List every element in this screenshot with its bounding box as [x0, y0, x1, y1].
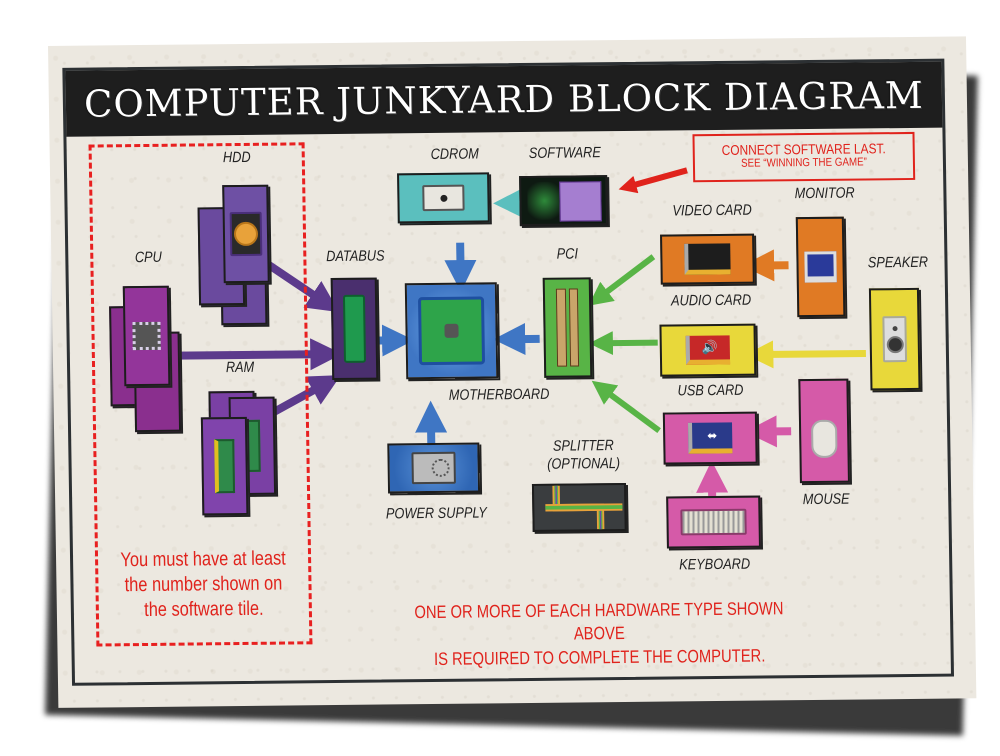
cpu-tile[interactable] [122, 285, 171, 387]
hdd-tile[interactable] [222, 184, 270, 284]
software-requirements-panel [559, 181, 602, 222]
cd-drive-icon [422, 184, 465, 212]
splitter-label-line2: (OPTIONAL) [547, 455, 621, 473]
databus-label: DATABUS [326, 247, 385, 266]
audio-card-icon: 🔊 [685, 335, 731, 365]
databus-board-icon [342, 294, 367, 363]
keyboard-icon [680, 508, 747, 536]
splitter-label-line1: SPLITTER [552, 437, 614, 455]
software-note-line1: CONNECT SOFTWARE LAST. [721, 140, 886, 158]
mouse-tile[interactable] [798, 378, 850, 484]
mouse-label: MOUSE [802, 490, 850, 509]
mouse-icon [810, 419, 838, 459]
software-tile[interactable] [519, 175, 608, 227]
cpu-label: CPU [134, 248, 162, 267]
arrow-speaker-to-audio [745, 340, 866, 369]
page-title: COMPUTER JUNKYARD BLOCK DIAGRAM [83, 73, 925, 126]
pci-label: PCI [556, 245, 579, 263]
audio-card-label: AUDIO CARD [670, 291, 752, 310]
ram-stick-icon [214, 439, 236, 494]
video-card-label: VIDEO CARD [672, 201, 752, 220]
arrow-cdrom-to-motherboard [444, 242, 477, 293]
min-count-note: You must have at least the number shown … [116, 546, 291, 623]
arrow-audio-to-pci [588, 331, 658, 356]
power-supply-icon [411, 451, 456, 485]
min-count-line3: the software tile. [143, 597, 264, 622]
power-supply-tile[interactable] [387, 442, 481, 494]
video-card-icon [684, 243, 731, 275]
usb-card-icon: ⬌ [687, 422, 733, 454]
cdrom-label: CDROM [430, 145, 479, 163]
cpu-chip-icon [132, 321, 161, 351]
ram-tile[interactable] [200, 416, 249, 516]
pci-tile[interactable] [542, 277, 593, 378]
databus-tile[interactable] [330, 277, 379, 381]
usb-card-label: USB CARD [677, 381, 744, 400]
card-border: COMPUTER JUNKYARD BLOCK DIAGRAM [62, 58, 955, 686]
audio-card-tile[interactable]: 🔊 [659, 323, 757, 377]
speaker-label: SPEAKER [867, 253, 929, 272]
speaker-tile[interactable] [868, 287, 921, 391]
usb-card-tile[interactable]: ⬌ [662, 411, 758, 465]
power-supply-label: POWER SUPPLY [385, 504, 487, 523]
required-line2: IS REQUIRED TO COMPLETE THE COMPUTER. [433, 645, 766, 669]
splitter-tile[interactable] [531, 482, 627, 532]
monitor-label: MONITOR [794, 184, 855, 203]
required-line1: ONE OR MORE OF EACH HARDWARE TYPE SHOWN … [414, 598, 784, 644]
software-note-line2: SEE “WINNING THE GAME” [740, 156, 867, 170]
ram-label: RAM [225, 358, 255, 377]
arrow-usb-to-pci [591, 380, 661, 434]
title-banner: COMPUTER JUNKYARD BLOCK DIAGRAM [65, 61, 943, 137]
software-note-box: CONNECT SOFTWARE LAST. SEE “WINNING THE … [692, 131, 916, 183]
arrow-video-to-pci [588, 254, 656, 306]
hdd-label: HDD [222, 148, 251, 167]
keyboard-tile[interactable] [666, 495, 761, 549]
speaker-icon [882, 316, 908, 363]
keyboard-label: KEYBOARD [679, 555, 751, 574]
video-card-tile[interactable] [660, 233, 755, 285]
software-label: SOFTWARE [528, 144, 601, 162]
motherboard-icon [417, 296, 486, 366]
diagram-stage: HDD CPU RAM [66, 128, 951, 683]
min-count-line1: You must have at least [120, 547, 286, 572]
motherboard-tile[interactable] [404, 282, 499, 380]
software-card-icon [527, 181, 562, 220]
splitter-pipe-icon [545, 485, 623, 530]
motherboard-label: MOTHERBOARD [448, 385, 550, 404]
min-count-line2: the number shown on [124, 572, 283, 597]
monitor-tile[interactable] [795, 216, 846, 318]
monitor-icon [804, 251, 837, 283]
diagram-card: COMPUTER JUNKYARD BLOCK DIAGRAM [48, 36, 977, 708]
hard-drive-icon [229, 211, 263, 257]
required-note: ONE OR MORE OF EACH HARDWARE TYPE SHOWN … [406, 597, 792, 671]
cdrom-tile[interactable] [397, 172, 490, 224]
arrow-note-to-software [618, 167, 688, 194]
pci-slots-icon [555, 288, 580, 367]
